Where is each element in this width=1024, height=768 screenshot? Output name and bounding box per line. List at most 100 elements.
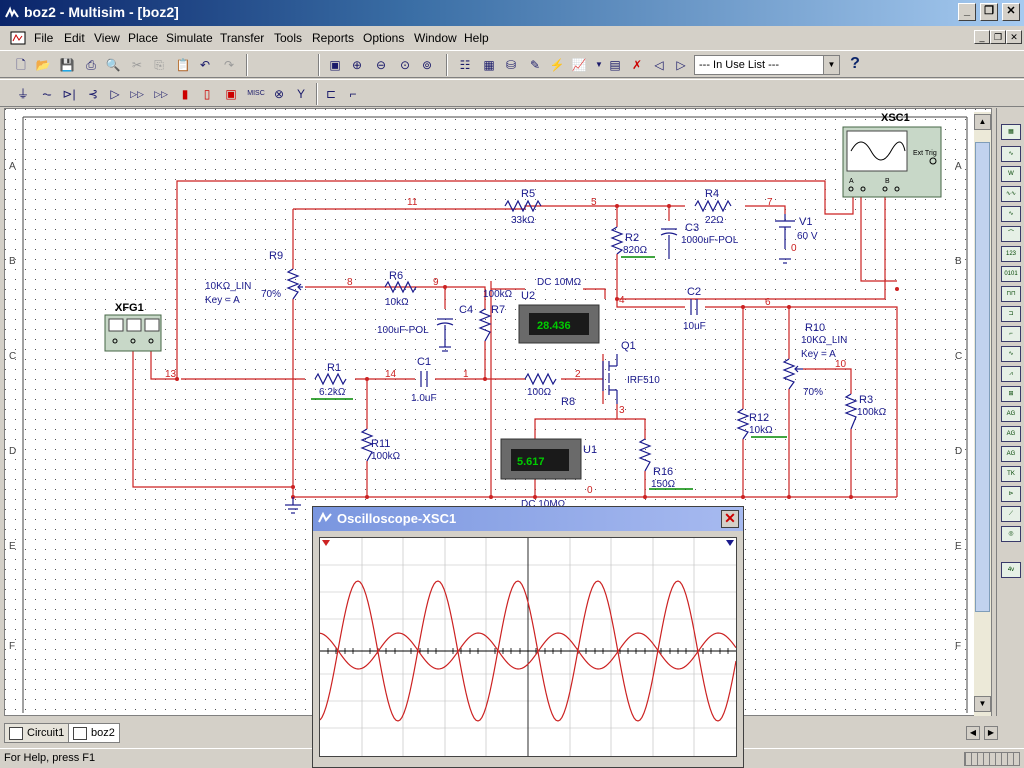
- tab-circuit1[interactable]: Circuit1: [4, 723, 70, 743]
- measurement-probe-icon[interactable]: ⟋: [1001, 506, 1021, 522]
- bus-icon[interactable]: ⌐: [349, 87, 357, 101]
- zoom-area-icon[interactable]: ⊙: [399, 58, 411, 72]
- bode-plotter-icon[interactable]: ⌒: [1001, 226, 1021, 242]
- tektronix-scope-icon[interactable]: TK: [1001, 466, 1021, 482]
- simulate-icon[interactable]: ⚡: [549, 58, 565, 72]
- scroll-down-button[interactable]: ▼: [974, 696, 991, 712]
- voltmeter-u2[interactable]: DC 10MΩ U2 28.436: [518, 277, 600, 344]
- word-generator-icon[interactable]: 0101: [1001, 266, 1021, 282]
- agilent-generator-icon[interactable]: AG: [1001, 406, 1021, 422]
- network-analyzer-icon[interactable]: ⊞: [1001, 386, 1021, 402]
- menu-view[interactable]: View: [94, 31, 120, 45]
- oscilloscope-close-button[interactable]: ✕: [721, 510, 739, 528]
- diode-icon[interactable]: ⊳|: [62, 87, 76, 101]
- help-icon[interactable]: ?: [850, 55, 860, 72]
- basic-resistor-icon[interactable]: ⏦: [42, 87, 52, 101]
- source-icon[interactable]: ⏚: [16, 87, 29, 101]
- distortion-analyzer-icon[interactable]: ∿: [1001, 346, 1021, 362]
- component-wizard-icon[interactable]: ✎: [529, 58, 541, 72]
- misc-icon[interactable]: MISC: [247, 90, 265, 97]
- close-button[interactable]: ✕: [1002, 3, 1020, 21]
- trigger-marker-right-icon[interactable]: [726, 540, 734, 546]
- dropdown-arrow-icon[interactable]: ▼: [595, 60, 603, 69]
- chevron-down-icon[interactable]: ▼: [823, 56, 839, 74]
- tab-boz2[interactable]: boz2: [68, 723, 120, 743]
- menu-options[interactable]: Options: [363, 31, 405, 45]
- erc-icon[interactable]: ✗: [631, 58, 643, 72]
- undo-icon[interactable]: ↶: [199, 58, 211, 72]
- cmos-icon[interactable]: ▷▷: [154, 89, 168, 99]
- zoom-fit-icon[interactable]: ⊚: [421, 58, 433, 72]
- database-manager-icon[interactable]: ⛁: [505, 58, 517, 72]
- paste-icon[interactable]: 📋: [175, 58, 191, 72]
- print-preview-icon[interactable]: 🔍: [105, 58, 121, 72]
- resize-grip-icon[interactable]: [964, 752, 1020, 766]
- indicator-icon[interactable]: ▣: [225, 87, 237, 101]
- spectrum-analyzer-icon[interactable]: ⩘: [1001, 366, 1021, 382]
- menu-simulate[interactable]: Simulate: [166, 31, 213, 45]
- menu-help[interactable]: Help: [464, 31, 489, 45]
- ttl-icon[interactable]: ▷▷: [130, 89, 144, 99]
- labview-icon[interactable]: ⊳: [1001, 486, 1021, 502]
- copy-icon[interactable]: ⎘: [154, 58, 164, 72]
- scroll-thumb[interactable]: [975, 142, 990, 612]
- in-use-list-dropdown[interactable]: --- In Use List --- ▼: [694, 55, 840, 75]
- menu-place[interactable]: Place: [128, 31, 159, 45]
- function-generator-xfg1[interactable]: XFG1: [104, 302, 162, 352]
- misc-digital-icon[interactable]: ▮: [181, 87, 189, 101]
- mdi-restore-button[interactable]: ❐: [990, 30, 1006, 44]
- canvas-vertical-scrollbar[interactable]: ▲ ▼: [974, 112, 991, 716]
- menu-transfer[interactable]: Transfer: [220, 31, 265, 45]
- four-channel-scope-icon[interactable]: ∿: [1001, 206, 1021, 222]
- menu-tools[interactable]: Tools: [274, 31, 303, 45]
- menu-file[interactable]: File: [34, 31, 54, 45]
- mdi-close-button[interactable]: ✕: [1006, 30, 1022, 44]
- voltage-probe-icon[interactable]: 4v: [1001, 562, 1021, 578]
- menu-reports[interactable]: Reports: [312, 31, 355, 45]
- mdi-minimize-button[interactable]: _: [974, 30, 990, 44]
- wattmeter-icon[interactable]: W: [1001, 166, 1021, 182]
- zoom-out-icon[interactable]: ⊖: [375, 58, 387, 72]
- analog-icon[interactable]: ▷: [110, 87, 120, 101]
- transistor-icon[interactable]: ⊰: [87, 87, 99, 101]
- agilent-scope-icon[interactable]: AG: [1001, 446, 1021, 462]
- hierarchical-block-icon[interactable]: ⊏: [325, 87, 337, 101]
- iv-analyzer-icon[interactable]: ⌐: [1001, 326, 1021, 342]
- postprocessor-icon[interactable]: ▤: [609, 58, 621, 72]
- rf-icon[interactable]: ⊗: [273, 87, 285, 101]
- tab-scroll-left-button[interactable]: ◀: [966, 726, 980, 740]
- frequency-counter-icon[interactable]: 123: [1001, 246, 1021, 262]
- voltmeter-u1[interactable]: U1 5.617 DC 10MΩ: [500, 438, 597, 510]
- oscilloscope-icon[interactable]: ∿∿: [1001, 186, 1021, 202]
- logic-converter-icon[interactable]: ⊐: [1001, 306, 1021, 322]
- forward-annotate-icon[interactable]: ▷: [676, 58, 686, 72]
- trigger-marker-left-icon[interactable]: [322, 540, 330, 546]
- redo-icon[interactable]: ↷: [223, 58, 235, 72]
- design-toolbox-icon[interactable]: ☷: [459, 58, 471, 72]
- multimeter-icon[interactable]: ▦: [1001, 124, 1021, 140]
- agilent-multimeter-icon[interactable]: AG: [1001, 426, 1021, 442]
- function-generator-icon[interactable]: ∿: [1001, 146, 1021, 162]
- document-icon[interactable]: [10, 31, 26, 45]
- oscilloscope-window[interactable]: Oscilloscope-XSC1 ✕: [312, 506, 744, 768]
- cut-icon[interactable]: ✂: [131, 58, 143, 72]
- new-file-icon[interactable]: 🗋: [16, 58, 26, 72]
- menu-window[interactable]: Window: [414, 31, 457, 45]
- tab-scroll-right-button[interactable]: ▶: [984, 726, 998, 740]
- mixed-icon[interactable]: ▯: [203, 87, 211, 101]
- logic-analyzer-icon[interactable]: ⊓⊓: [1001, 286, 1021, 302]
- current-probe-icon[interactable]: ◎: [1001, 526, 1021, 542]
- spreadsheet-icon[interactable]: ▦: [483, 58, 495, 72]
- grapher-icon[interactable]: 📈: [571, 58, 587, 72]
- save-icon[interactable]: 💾: [59, 58, 75, 72]
- minimize-button[interactable]: _: [958, 3, 976, 21]
- maximize-button[interactable]: ❐: [980, 3, 998, 21]
- electromechanical-icon[interactable]: Y: [296, 87, 305, 101]
- open-folder-icon[interactable]: 📂: [35, 58, 51, 72]
- zoom-in-icon[interactable]: ⊕: [351, 58, 363, 72]
- oscilloscope-xsc1[interactable]: XSC1 Ext Trig A B: [842, 112, 942, 198]
- scroll-up-button[interactable]: ▲: [974, 114, 991, 130]
- print-icon[interactable]: ⎙: [86, 58, 96, 72]
- full-screen-icon[interactable]: ▣: [329, 58, 341, 72]
- oscilloscope-window-titlebar[interactable]: Oscilloscope-XSC1: [313, 507, 743, 531]
